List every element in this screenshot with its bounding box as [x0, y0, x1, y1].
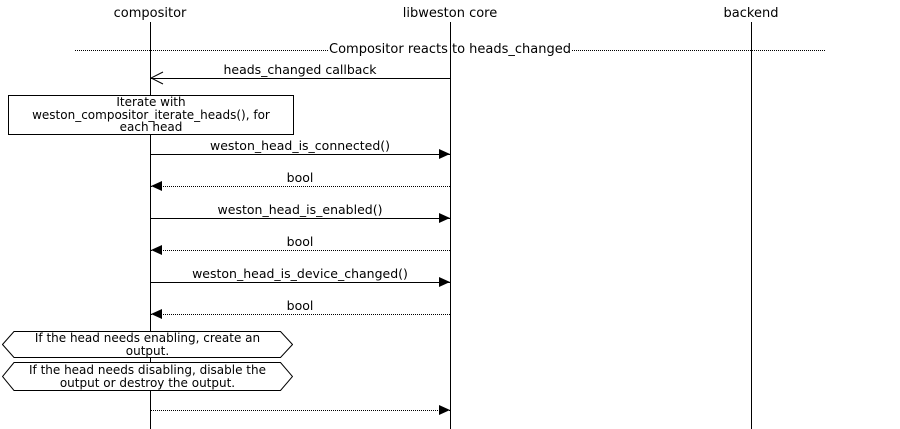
divider-title: Compositor reacts to heads_changed — [329, 42, 571, 57]
message-line-weston-head-is-connected — [151, 154, 450, 155]
message-line-weston-head-is-enabled — [151, 218, 450, 219]
filled-arrowhead-left — [151, 309, 162, 319]
lifeline-backend — [751, 22, 752, 429]
filled-arrowhead-right — [439, 405, 450, 415]
open-arrowhead-left — [150, 71, 164, 85]
hnote-disabling-text: If the head needs disabling, disable the… — [28, 362, 266, 390]
return-label-bool-1: bool — [286, 170, 314, 185]
return-line-bool-1 — [151, 186, 450, 187]
return-line-bool-3 — [151, 314, 450, 315]
message-label-weston-head-is-enabled: weston_head_is_enabled() — [217, 202, 383, 217]
hexagon-shape — [2, 331, 293, 358]
participant-label-compositor: compositor — [113, 6, 187, 21]
hnote-enabling-text: If the head needs enabling, create an ou… — [34, 330, 261, 358]
message-label-weston-head-is-connected: weston_head_is_connected() — [209, 138, 391, 153]
lifeline-compositor — [150, 22, 151, 429]
lifeline-libweston-core — [450, 22, 451, 429]
filled-arrowhead-left — [151, 245, 162, 255]
note-iterate-heads: Iterate with weston_compositor_iterate_h… — [8, 95, 294, 135]
message-line-final-return — [151, 410, 450, 411]
divider-line-right — [572, 50, 825, 51]
participant-label-libweston-core: libweston core — [402, 6, 498, 21]
hexagon-shape — [2, 362, 293, 391]
message-label-weston-head-is-device-changed: weston_head_is_device_changed() — [192, 266, 408, 281]
divider-line-left — [75, 50, 328, 51]
filled-arrowhead-right — [439, 149, 450, 159]
message-label-heads-changed-callback: heads_changed callback — [223, 62, 377, 77]
return-line-bool-2 — [151, 250, 450, 251]
return-label-bool-2: bool — [286, 234, 314, 249]
hnote-disabling: If the head needs disabling, disable the… — [2, 362, 293, 391]
return-label-bool-3: bool — [286, 298, 314, 313]
filled-arrowhead-right — [439, 213, 450, 223]
participant-label-backend: backend — [723, 6, 779, 21]
filled-arrowhead-left — [151, 181, 162, 191]
message-line-weston-head-is-device-changed — [151, 282, 450, 283]
message-line-heads-changed-callback — [151, 78, 450, 79]
filled-arrowhead-right — [439, 277, 450, 287]
hnote-enabling: If the head needs enabling, create an ou… — [2, 331, 293, 358]
